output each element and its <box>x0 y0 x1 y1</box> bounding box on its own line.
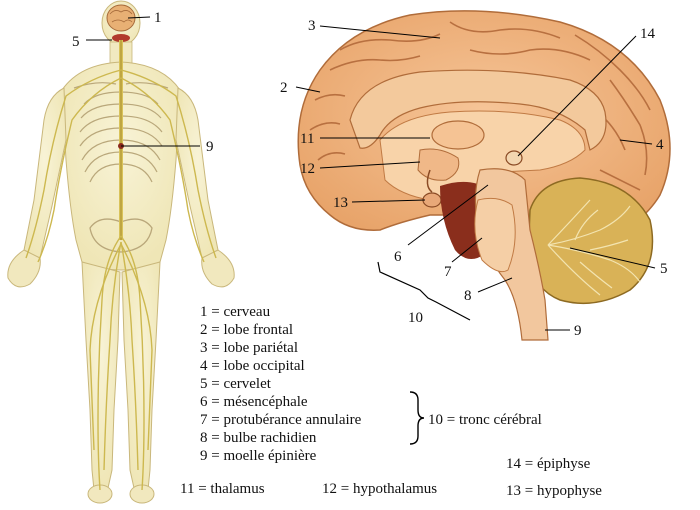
body-right-leg <box>122 262 160 490</box>
legend-epiphysis: 14 = épiphyse <box>506 455 590 473</box>
label-thalamus: 11 <box>300 131 314 147</box>
legend-item: 9 = moelle épinière <box>200 447 361 465</box>
legend-item: 6 = mésencéphale <box>200 393 361 411</box>
label-frontal: 2 <box>280 80 288 96</box>
label-parietal: 3 <box>308 18 316 34</box>
label-body-cerebellum: 5 <box>72 34 80 50</box>
label-hypophysis: 13 <box>333 195 348 211</box>
hypophysis <box>423 193 441 207</box>
legend-brainstem: 10 = tronc cérébral <box>428 411 542 429</box>
label-medulla: 8 <box>464 288 472 304</box>
label-brainstem: 10 <box>408 310 423 326</box>
legend-list: 1 = cerveau 2 = lobe frontal 3 = lobe pa… <box>200 303 361 465</box>
legend-hypophysis: 13 = hypophyse <box>506 482 602 500</box>
legend-item: 7 = protubérance annulaire <box>200 411 361 429</box>
body-left-leg <box>82 262 120 490</box>
legend-item: 4 = lobe occipital <box>200 357 361 375</box>
thalamus <box>432 121 484 149</box>
label-cerebellum: 5 <box>660 261 668 277</box>
label-midbrain: 6 <box>394 249 402 265</box>
label-epiphysis: 14 <box>640 26 656 42</box>
label-pons: 7 <box>444 264 452 280</box>
body-right-hand <box>202 250 234 287</box>
label-spinal-cord: 9 <box>574 323 582 339</box>
legend-hypothalamus: 12 = hypothalamus <box>322 480 437 498</box>
pons <box>475 198 515 271</box>
body-left-hand <box>8 250 40 287</box>
epiphysis <box>506 151 522 165</box>
label-body-spinal-cord: 9 <box>206 139 214 155</box>
label-body-brain: 1 <box>154 10 162 26</box>
label-occipital: 4 <box>656 137 664 153</box>
legend-item: 3 = lobe pariétal <box>200 339 361 357</box>
legend-thalamus: 11 = thalamus <box>180 480 265 498</box>
legend-item: 8 = bulbe rachidien <box>200 429 361 447</box>
brain-section <box>296 11 670 340</box>
legend-item: 1 = cerveau <box>200 303 361 321</box>
legend-brace <box>410 392 424 444</box>
label-hypothalamus: 12 <box>300 161 315 177</box>
brainstem-bracket <box>378 262 470 320</box>
legend-item: 5 = cervelet <box>200 375 361 393</box>
legend-item: 2 = lobe frontal <box>200 321 361 339</box>
